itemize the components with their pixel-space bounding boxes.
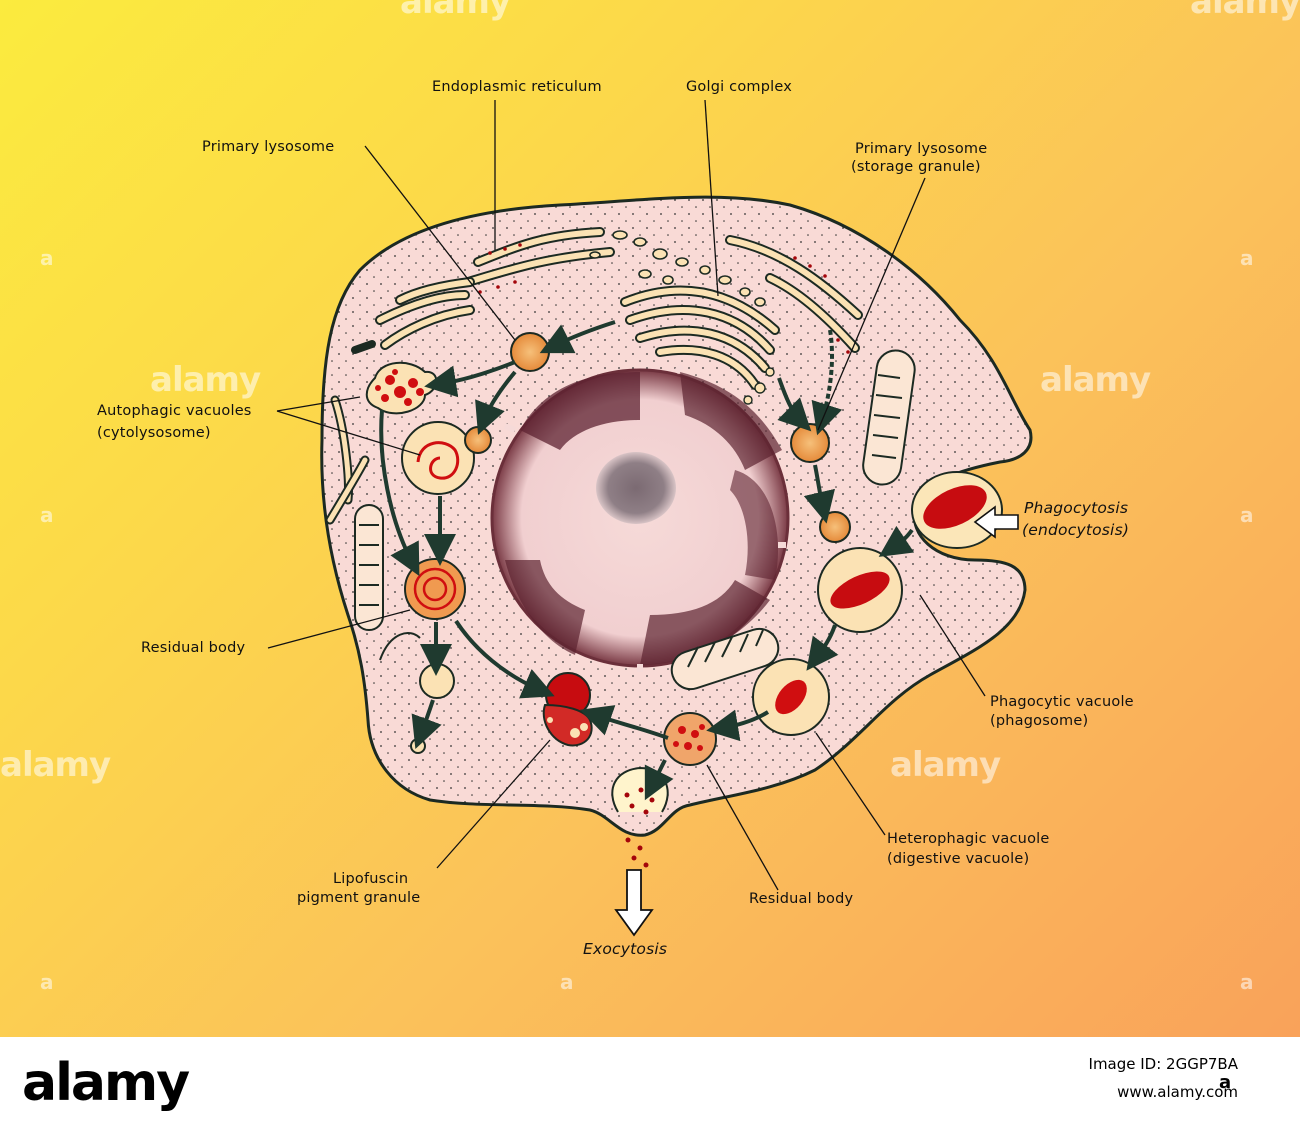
- footer-bar: alamy a Image ID: 2GGP7BA www.alamy.com: [0, 1037, 1300, 1127]
- label-golgi-complex: Golgi complex: [686, 79, 793, 95]
- image-id-text: Image ID: 2GGP7BA: [1088, 1055, 1238, 1073]
- primary-lysosome: [510, 332, 550, 372]
- watermark: alamy: [150, 360, 261, 400]
- primary-lysosome-storage: [790, 423, 830, 463]
- cell-diagram: [267, 99, 1033, 937]
- label-primary-lysosome: Primary lysosome: [202, 139, 335, 155]
- watermark-glyph: a: [40, 503, 54, 527]
- small-vesicle: [419, 663, 455, 699]
- label-phagocytic-vacuole-1: Phagocytic vacuole: [990, 694, 1134, 710]
- watermark: alamy: [1040, 360, 1151, 400]
- label-phagocytic-vacuole-2: (phagosome): [990, 713, 1089, 729]
- exocytosis-arrow: [614, 869, 654, 937]
- label-exocytosis: Exocytosis: [583, 940, 668, 958]
- label-primary-lysosome-storage-2: (storage granule): [851, 159, 981, 175]
- endoplasmic-reticulum: [325, 227, 863, 525]
- label-primary-lysosome-storage-1: Primary lysosome: [855, 141, 988, 157]
- watermark-glyph: a: [1240, 970, 1254, 994]
- flow-arrows: [379, 320, 915, 801]
- label-phagocytosis-2: (endocytosis): [1022, 521, 1130, 539]
- residual-body-left: [404, 558, 466, 620]
- label-endoplasmic-reticulum: Endoplasmic reticulum: [432, 79, 602, 95]
- exocytosis-droplets: [624, 787, 655, 868]
- alamy-corner-icon: a: [1219, 1072, 1232, 1093]
- label-lipofuscin-2: pigment granule: [297, 890, 421, 906]
- label-residual-body-left: Residual body: [141, 640, 246, 656]
- label-heterophagic-vacuole-2: (digestive vacuole): [887, 851, 1030, 867]
- tiny-vesicle: [410, 738, 426, 754]
- watermark-glyph: a: [40, 970, 54, 994]
- label-autophagic-vacuoles-2: (cytolysosome): [97, 425, 211, 441]
- label-autophagic-vacuoles-1: Autophagic vacuoles: [97, 403, 252, 419]
- label-lipofuscin-1: Lipofuscin: [333, 871, 409, 887]
- alamy-url-link[interactable]: www.alamy.com: [1117, 1083, 1238, 1101]
- watermark: alamy: [1190, 0, 1300, 22]
- diagram-canvas: alamy alamy alamy alamy alamy alamy a a …: [0, 0, 1300, 1037]
- label-heterophagic-vacuole-1: Heterophagic vacuole: [887, 831, 1050, 847]
- watermark: alamy: [400, 0, 511, 22]
- watermark-glyph: a: [1240, 503, 1254, 527]
- mitochondria: [354, 349, 916, 691]
- label-residual-body-right: Residual body: [749, 891, 854, 907]
- watermark: alamy: [0, 745, 111, 785]
- watermark-glyph: a: [40, 246, 54, 270]
- residual-body-right: [663, 712, 717, 766]
- leader-lines: [267, 99, 986, 891]
- golgi-complex: [589, 230, 780, 405]
- label-phagocytosis-1: Phagocytosis: [1024, 499, 1129, 517]
- watermark-glyph: a: [560, 970, 574, 994]
- lipofuscin-granule: [542, 672, 593, 747]
- watermark: alamy: [890, 745, 1001, 785]
- ingested-particle: [923, 485, 987, 529]
- heterophagic-vacuole: [752, 658, 830, 736]
- nucleus: [490, 363, 790, 672]
- phagocytosis-arrow: [973, 505, 1019, 539]
- watermark-glyph: a: [1240, 246, 1254, 270]
- alamy-logo[interactable]: alamy: [22, 1053, 190, 1113]
